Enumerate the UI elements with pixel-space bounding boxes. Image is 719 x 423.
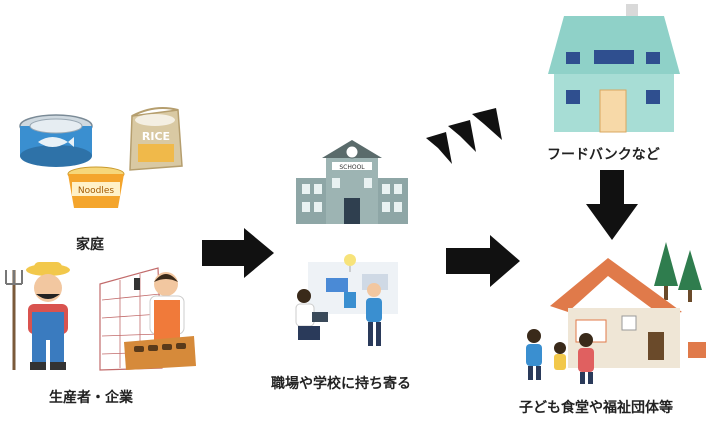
label-collect: 職場や学校に持ち寄る xyxy=(271,376,411,392)
label-foodbank: フードバンクなど xyxy=(547,147,660,163)
label-home: 家庭 xyxy=(76,237,104,253)
chevron-arrows-icon xyxy=(426,108,502,164)
rice-bag-text: RICE xyxy=(142,130,170,143)
school-sign-text: SCHOOL xyxy=(339,164,365,171)
welfare-house-illustration xyxy=(526,242,706,384)
label-facility: 子ども食堂や福祉団体等 xyxy=(519,400,673,416)
farmer-illustration xyxy=(5,262,70,370)
rice-bag-illustration: RICE xyxy=(129,107,183,171)
label-producer: 生産者・企業 xyxy=(49,390,133,406)
arrow-right-1 xyxy=(202,228,274,278)
shop-worker-illustration xyxy=(124,272,196,370)
school-building-illustration: SCHOOL xyxy=(296,140,408,224)
arrow-right-2 xyxy=(446,235,520,287)
arrow-down xyxy=(586,170,638,240)
office-workers-illustration xyxy=(295,254,398,346)
canned-food-illustration xyxy=(19,114,93,167)
foodbank-house-illustration xyxy=(548,4,680,133)
noodle-cup-illustration: Noodles xyxy=(67,166,125,208)
noodle-cup-text: Noodles xyxy=(78,186,114,196)
